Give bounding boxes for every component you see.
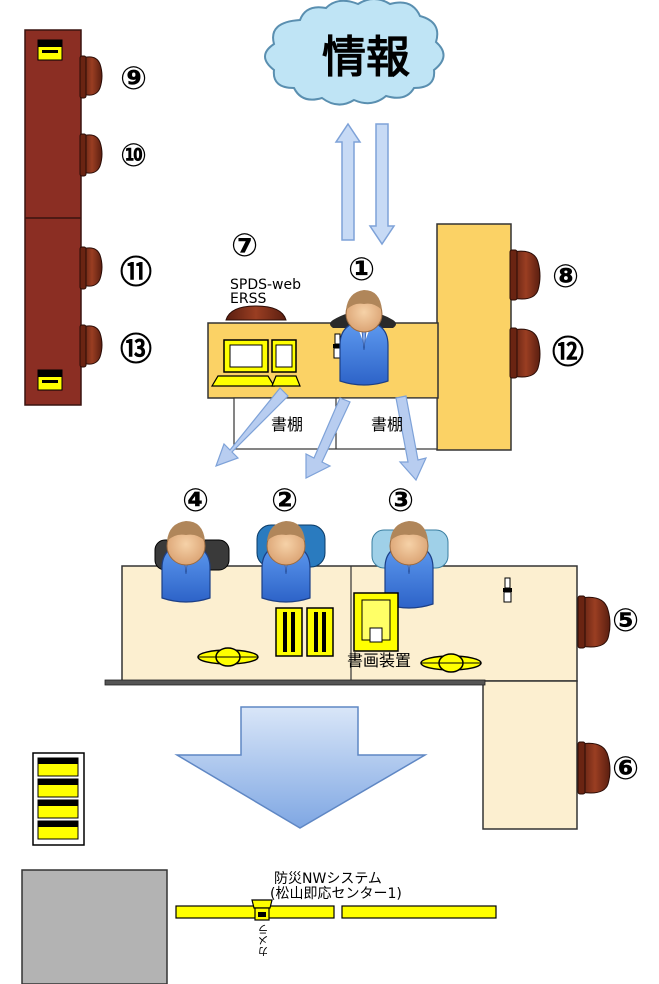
bookshelf-label-left: 書棚: [271, 415, 304, 434]
bookshelf-label-right: 書棚: [371, 415, 404, 434]
chair-icon-12: [509, 327, 541, 379]
person-icon-1: [330, 290, 396, 386]
person-icon-3: [384, 521, 434, 609]
erss-label: ERSS: [230, 291, 267, 307]
arrow-to-person-4: [214, 387, 289, 468]
number-label-9: ⑨: [120, 59, 148, 97]
number-label-5: ⑤: [612, 601, 640, 639]
number-label-3: ③: [387, 481, 415, 519]
chair-icon-9: [79, 55, 103, 99]
document-camera-icon: [353, 592, 399, 652]
server-rack-icon: [32, 752, 85, 846]
phone-icon-bottom-left: [37, 369, 63, 391]
chair-icon-13: [79, 324, 103, 368]
number-label-7: ⑦: [231, 226, 259, 264]
number-label-13: ⑬: [120, 330, 153, 368]
bousai-nw-display: [175, 905, 497, 919]
chair-icon-6: [577, 741, 611, 795]
server-icon-1: [275, 607, 303, 657]
number-label-8: ⑧: [552, 257, 580, 295]
number-label-12: ⑫: [552, 333, 585, 371]
speaker-phone-icon-right: [420, 653, 482, 673]
speaker-phone-icon-left: [197, 647, 259, 667]
camera-label: カメラ: [257, 924, 270, 957]
chair-icon-7: [225, 305, 287, 321]
left-conference-table: [24, 29, 82, 406]
main-desk: [104, 565, 578, 830]
chair-icon-5: [577, 595, 611, 649]
cloud-label: 情報: [322, 32, 410, 83]
number-label-2: ②: [271, 481, 299, 519]
information-cloud: [264, 0, 445, 106]
gray-wall-block: [21, 869, 168, 984]
number-label-11: ⑪: [120, 253, 153, 291]
bousai-nw-label-line2: (松山即応センター1): [270, 886, 402, 902]
document-camera-label: 書画装置: [347, 651, 412, 670]
person-icon-4: [161, 521, 211, 603]
arrow-up-to-cloud: [334, 122, 362, 241]
big-down-arrow: [174, 706, 428, 829]
number-label-4: ④: [182, 481, 210, 519]
phone-icon-top-left: [37, 39, 63, 61]
chair-icon-10: [79, 133, 103, 177]
spds-label: SPDS-web: [230, 277, 301, 293]
number-label-10: ⑩: [120, 136, 148, 174]
camera-icon: [251, 899, 273, 921]
bousai-nw-label-line1: 防災NWシステム: [274, 871, 382, 887]
number-label-1: ①: [348, 250, 376, 288]
computer-icon: [210, 339, 301, 387]
arrow-down-from-cloud: [368, 123, 396, 246]
tall-desk: [436, 223, 512, 451]
chair-icon-11: [79, 246, 103, 290]
arrow-to-person-3: [395, 395, 428, 482]
phone-handset-icon-desk: [503, 577, 512, 603]
arrow-to-person-2: [305, 397, 351, 479]
number-label-6: ⑥: [612, 749, 640, 787]
chair-icon-8: [509, 249, 541, 301]
server-icon-2: [306, 607, 334, 657]
person-icon-2: [261, 521, 311, 603]
